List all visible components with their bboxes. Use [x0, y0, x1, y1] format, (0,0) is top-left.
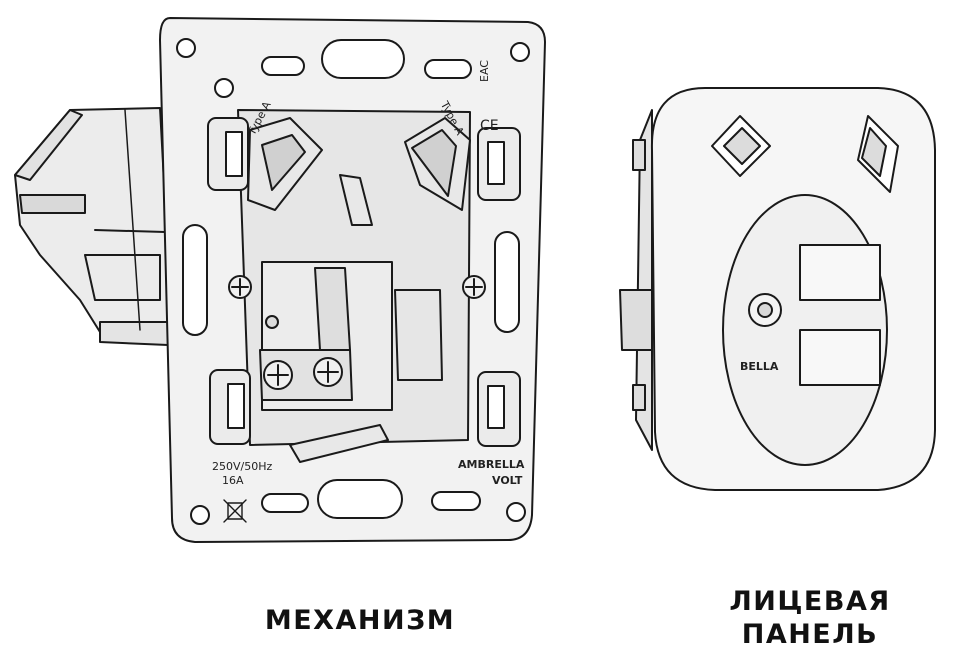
usb-port-right	[404, 117, 471, 211]
rating-voltage-label: 250V/50Hz	[212, 460, 272, 473]
panel-rear-clip	[619, 289, 653, 351]
socket-face-panel: BELLA	[619, 87, 936, 491]
face-panel-caption-line2: ПАНЕЛЬ	[741, 619, 879, 650]
terminal-screw-left	[263, 360, 293, 390]
face-panel-caption-line1: ЛИЦЕВАЯ	[729, 586, 891, 617]
mechanism-terminal-block	[259, 174, 443, 463]
earth-symbol-icon	[214, 78, 234, 98]
panel-usb-opening-left	[711, 115, 771, 177]
ground-rivet	[265, 315, 279, 329]
terminal-screw-center	[313, 357, 343, 387]
panel-brand-fragment: BELLA	[740, 360, 779, 373]
mounting-screw-left	[228, 275, 252, 299]
panel-usb-opening-right	[857, 115, 899, 193]
brand-label-line1: AMBRELLA	[458, 458, 525, 471]
mounting-screw-right	[462, 275, 486, 299]
mechanism-rear-housing	[14, 107, 173, 346]
socket-mechanism: Type A Type A CE EAC 250V/50Hz 16A AMBRE…	[14, 17, 546, 543]
mechanism-caption: МЕХАНИЗМ	[264, 605, 456, 636]
panel-earth-contact-top	[799, 244, 881, 301]
face-panel-caption: ЛИЦЕВАЯ ПАНЕЛЬ	[690, 585, 930, 651]
panel-earth-contact-bottom	[799, 329, 881, 386]
brand-label-line2: VOLT	[492, 474, 523, 487]
rating-current-label: 16A	[222, 474, 244, 487]
usb-port-left	[247, 117, 323, 211]
eac-mark: EAC	[478, 60, 491, 82]
weee-bin-icon	[223, 499, 247, 523]
ce-mark: CE	[480, 118, 499, 134]
